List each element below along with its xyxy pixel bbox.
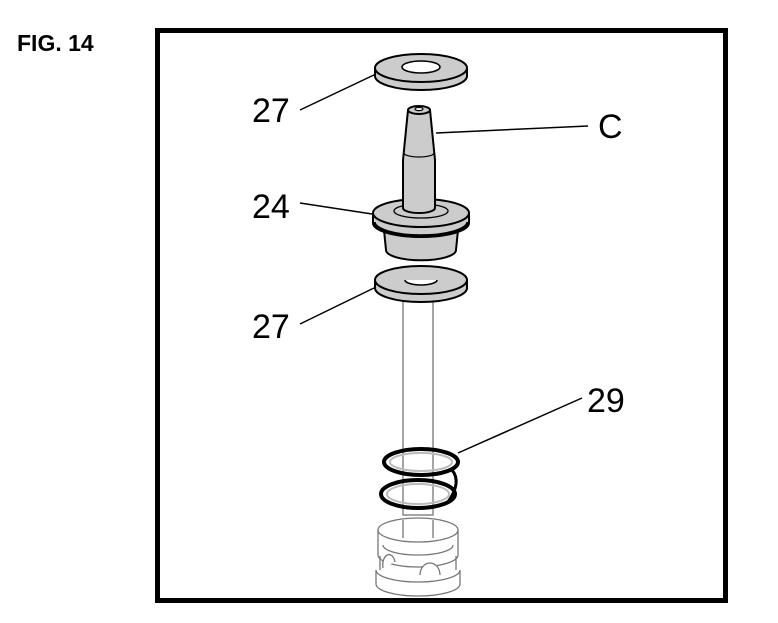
valve-seat-base xyxy=(375,517,461,597)
leader-tip xyxy=(435,125,589,134)
leader-lower-washer xyxy=(299,286,377,325)
leader-top-washer xyxy=(299,73,377,111)
figure-frame xyxy=(155,28,728,603)
callout-label-spring: 29 xyxy=(587,382,625,420)
figure-title: FIG. 14 xyxy=(17,30,94,56)
callout-label-top-washer: 27 xyxy=(252,92,290,130)
seal-housing xyxy=(372,198,470,262)
callout-label-lower-washer: 27 xyxy=(252,308,290,346)
leader-spring xyxy=(457,397,583,454)
lower-washer xyxy=(374,265,468,303)
leader-lines xyxy=(299,73,589,454)
spring xyxy=(379,447,460,510)
leader-housing xyxy=(299,202,373,215)
top-washer xyxy=(374,53,468,91)
callout-label-tip: C xyxy=(598,108,623,146)
callout-label-housing: 24 xyxy=(252,188,290,226)
needle-tip xyxy=(402,105,436,214)
